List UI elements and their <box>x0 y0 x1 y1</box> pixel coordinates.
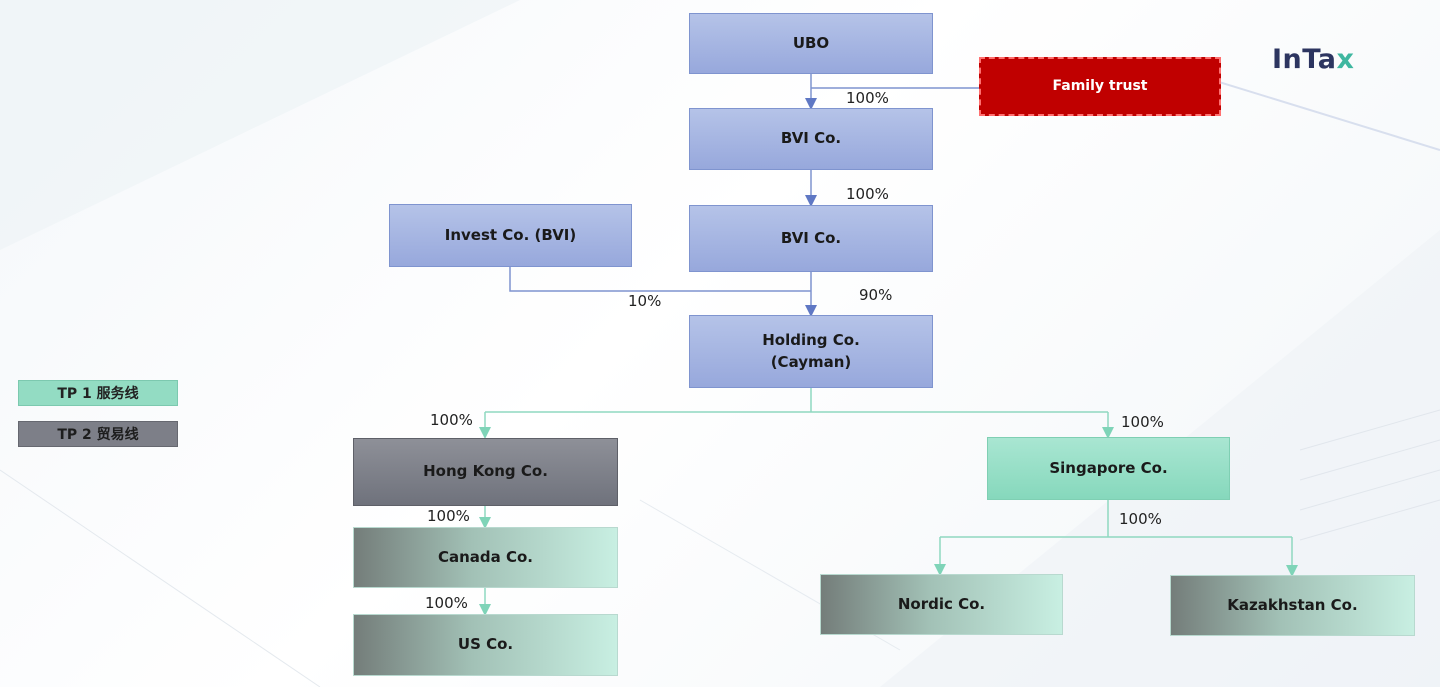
node-kazakhstan: Kazakhstan Co. <box>1170 575 1415 636</box>
node-bvi-1: BVI Co. <box>689 108 933 170</box>
pct-bvi1-bvi2: 100% <box>846 185 889 203</box>
legend-tp1: TP 1 服务线 <box>18 380 178 406</box>
node-holding-cayman: Holding Co. (Cayman) <box>689 315 933 388</box>
node-singapore-label: Singapore Co. <box>1049 458 1168 477</box>
node-bvi-2: BVI Co. <box>689 205 933 272</box>
node-hong-kong-label: Hong Kong Co. <box>423 462 548 481</box>
logo-text-x: x <box>1336 44 1355 75</box>
node-hong-kong: Hong Kong Co. <box>353 438 618 506</box>
pct-canada-us: 100% <box>425 594 468 612</box>
node-family-trust: Family trust <box>979 57 1221 116</box>
node-nordic: Nordic Co. <box>820 574 1063 635</box>
node-holding-label-line1: Holding Co. <box>762 330 860 349</box>
node-family-trust-label: Family trust <box>1052 78 1148 95</box>
node-singapore: Singapore Co. <box>987 437 1230 500</box>
invest-to-holding-line <box>509 267 811 292</box>
pct-ubo-bvi1: 100% <box>846 89 889 107</box>
legend-tp2-label: TP 2 贸易线 <box>57 427 139 443</box>
node-invest-bvi-label: Invest Co. (BVI) <box>444 225 577 244</box>
legend-tp2: TP 2 贸易线 <box>18 421 178 447</box>
pct-holding-sg: 100% <box>1121 413 1164 431</box>
node-ubo-label: UBO <box>792 33 830 52</box>
pct-holding-hk: 100% <box>430 411 473 429</box>
logo-text-main: InTa <box>1272 44 1337 75</box>
pct-hk-canada: 100% <box>427 507 470 525</box>
node-bvi-1-label: BVI Co. <box>780 129 842 148</box>
pct-bvi2-holding: 90% <box>859 286 893 304</box>
node-us-label: US Co. <box>457 635 514 654</box>
node-us: US Co. <box>353 614 618 676</box>
pct-sg-subs: 100% <box>1119 510 1162 528</box>
pct-invest-holding: 10% <box>628 292 662 310</box>
node-canada: Canada Co. <box>353 527 618 588</box>
legend-tp1-label: TP 1 服务线 <box>57 386 139 402</box>
node-kazakhstan-label: Kazakhstan Co. <box>1227 595 1358 614</box>
node-canada-label: Canada Co. <box>437 547 534 566</box>
node-ubo: UBO <box>689 13 933 74</box>
intax-logo: InTax <box>1272 44 1354 75</box>
node-nordic-label: Nordic Co. <box>897 594 986 613</box>
node-bvi-2-label: BVI Co. <box>780 228 842 247</box>
node-holding-label-line2: (Cayman) <box>770 352 852 371</box>
node-invest-bvi: Invest Co. (BVI) <box>389 204 632 267</box>
